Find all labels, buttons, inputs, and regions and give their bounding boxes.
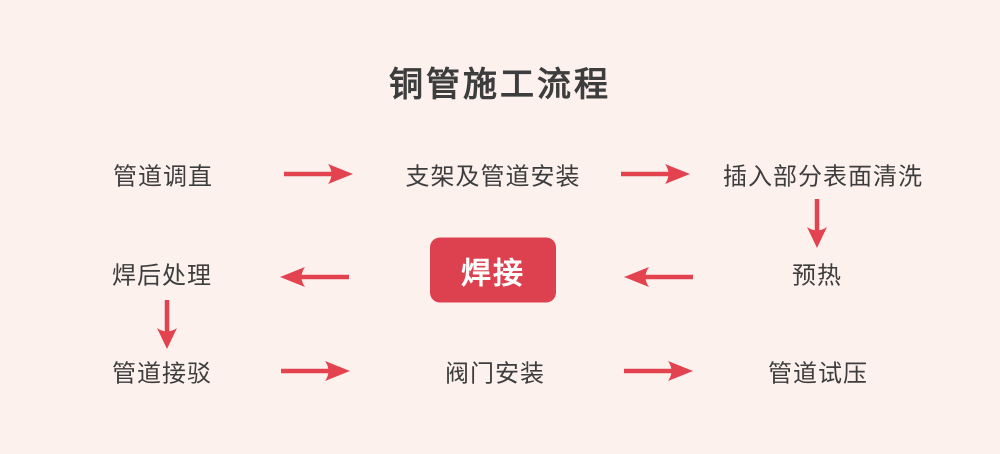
- arrow-down-icon: [807, 199, 827, 248]
- arrow-right-icon: [281, 361, 350, 381]
- flow-step-pipe-connection: 管道接驳: [112, 360, 212, 388]
- flow-step-insert-surface-cleaning: 插入部分表面清洗: [723, 163, 923, 191]
- flow-step-bracket-and-pipe-installation: 支架及管道安装: [405, 163, 581, 191]
- page-title: 铜管施工流程: [389, 66, 611, 104]
- arrow-right-icon: [284, 164, 353, 184]
- arrow-down-icon: [157, 300, 177, 349]
- flow-step-post-weld-treatment: 焊后处理: [112, 262, 212, 290]
- flow-step-welding: 焊接: [430, 237, 556, 303]
- flow-step-pipe-straightening: 管道调直: [113, 163, 213, 191]
- arrow-left-icon: [280, 267, 349, 287]
- arrow-left-icon: [624, 267, 693, 287]
- flow-step-pipe-pressure-test: 管道试压: [768, 360, 868, 388]
- arrow-right-icon: [621, 164, 690, 184]
- flow-step-valve-installation: 阀门安装: [445, 360, 545, 388]
- flow-step-preheating: 预热: [792, 262, 842, 290]
- arrow-right-icon: [624, 361, 693, 381]
